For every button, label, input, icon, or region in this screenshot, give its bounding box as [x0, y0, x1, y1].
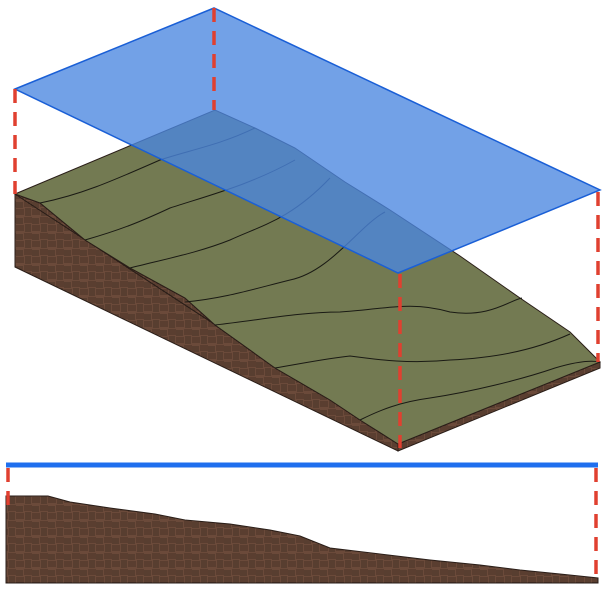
contour-line — [274, 333, 571, 369]
contour-line — [214, 297, 523, 326]
contour-line — [359, 360, 601, 421]
cross-section — [5, 462, 599, 584]
reference-plane — [13, 7, 602, 274]
section-soil-profile — [5, 495, 599, 584]
projection-lines — [13, 8, 600, 448]
